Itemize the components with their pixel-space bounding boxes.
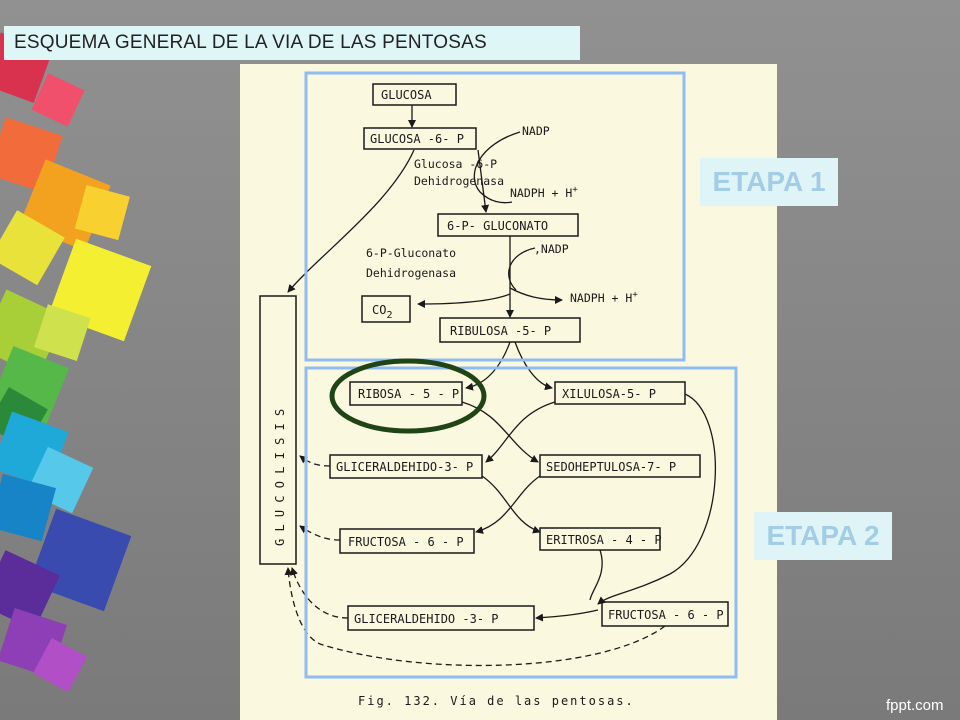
nadph-2-label: NADPH + H+ (570, 290, 638, 305)
ribosa-label: RIBOSA - 5 - P (358, 387, 459, 401)
stage-2-frame (304, 366, 738, 679)
enzyme-2-line-2: Dehidrogenasa (366, 266, 456, 280)
diagram-page: GLUCOSA GLUCOSA -6- P NADP Glucosa -6-P … (240, 64, 777, 720)
co2-label: CO2 (372, 303, 392, 321)
nadp-1-label: NADP (522, 124, 550, 138)
nadph-2-branch (509, 287, 563, 304)
ribosa-highlight-ellipse (329, 358, 487, 434)
gliceraldehido-a-label: GLICERALDEHIDO-3- P (336, 460, 473, 474)
fructosa-a-box (339, 528, 475, 554)
gluconato-box (437, 213, 579, 237)
cross-sedo-to-fructosa (475, 475, 541, 534)
enzyme-1-line-1: Glucosa -6-P (414, 157, 497, 171)
xilulosa-to-fructosa-b-curve (597, 393, 717, 605)
ribosa-box (349, 381, 463, 406)
decorative-cubes (0, 32, 152, 693)
arrow-ribulosa-to-xilulosa (514, 341, 553, 391)
pentose-pathway-diagram: GLUCOSA GLUCOSA -6- P NADP Glucosa -6-P … (259, 71, 738, 708)
to-gliceraldehido-b (535, 609, 599, 622)
gluconato-label: 6-P- GLUCONATO (447, 219, 548, 233)
dashed-fructosa-a (299, 525, 341, 541)
ribulosa-label: RIBULOSA -5- P (450, 324, 551, 338)
sedoheptulosa-box (539, 454, 701, 478)
glucolisis-box (259, 295, 297, 565)
fructosa-b-label: FRUCTOSA - 6 - P (608, 608, 724, 622)
dashed-glicer-a (299, 455, 331, 467)
xilulosa-label: XILULOSA-5- P (562, 387, 656, 401)
nadp-2-curve (508, 247, 536, 291)
xilulosa-box (554, 381, 686, 405)
fructosa-a-label: FRUCTOSA - 6 - P (348, 535, 464, 549)
cross-glicer-to-eritrosa (481, 475, 541, 534)
brand-watermark: fppt.com (886, 697, 944, 714)
stage-1-frame (304, 71, 686, 362)
eritrosa-label: ERITROSA - 4 - P (546, 533, 662, 547)
dashed-fructosa-b (284, 567, 666, 667)
nadph-1-label: NADPH + H+ (510, 185, 578, 200)
slide-title: ESQUEMA GENERAL DE LA VIA DE LAS PENTOSA… (4, 26, 580, 60)
nadp-2-label: ,NADP (534, 242, 569, 256)
glucosa-6-p-label: GLUCOSA -6- P (370, 132, 464, 146)
stage-2-label: ETAPA 2 (754, 512, 892, 560)
glucosa-label: GLUCOSA (381, 88, 432, 102)
arrow-g6p-to-gluconato (477, 149, 490, 213)
g6p-to-glucolisis (287, 149, 415, 293)
co2-box (361, 295, 411, 323)
cross-xilulosa-to-glicer (485, 401, 556, 463)
arrow-ribulosa-to-ribosa (465, 341, 511, 391)
stage-1-label: ETAPA 1 (700, 158, 838, 206)
nadp-1-curve (473, 131, 521, 204)
dashed-glicer-b (290, 567, 349, 619)
cross-ribosa-to-sedo (461, 401, 539, 463)
sedoheptulosa-label: SEDOHEPTULOSA-7- P (546, 460, 676, 474)
enzyme-2-line-1: 6-P-Gluconato (366, 246, 456, 260)
glucosa-box (372, 83, 457, 106)
figure-caption: Fig. 132. Vía de las pentosas. (358, 694, 635, 708)
enzyme-1-line-2: Dehidrogenasa (414, 174, 504, 188)
glucosa-6-p-box (363, 127, 477, 150)
glucolisis-label: G L U C O L I S I S (273, 409, 287, 546)
gliceraldehido-b-label: GLICERALDEHIDO -3- P (354, 612, 499, 626)
eritrosa-to-fructosa-b-curve (589, 549, 603, 601)
co2-branch (417, 293, 511, 308)
